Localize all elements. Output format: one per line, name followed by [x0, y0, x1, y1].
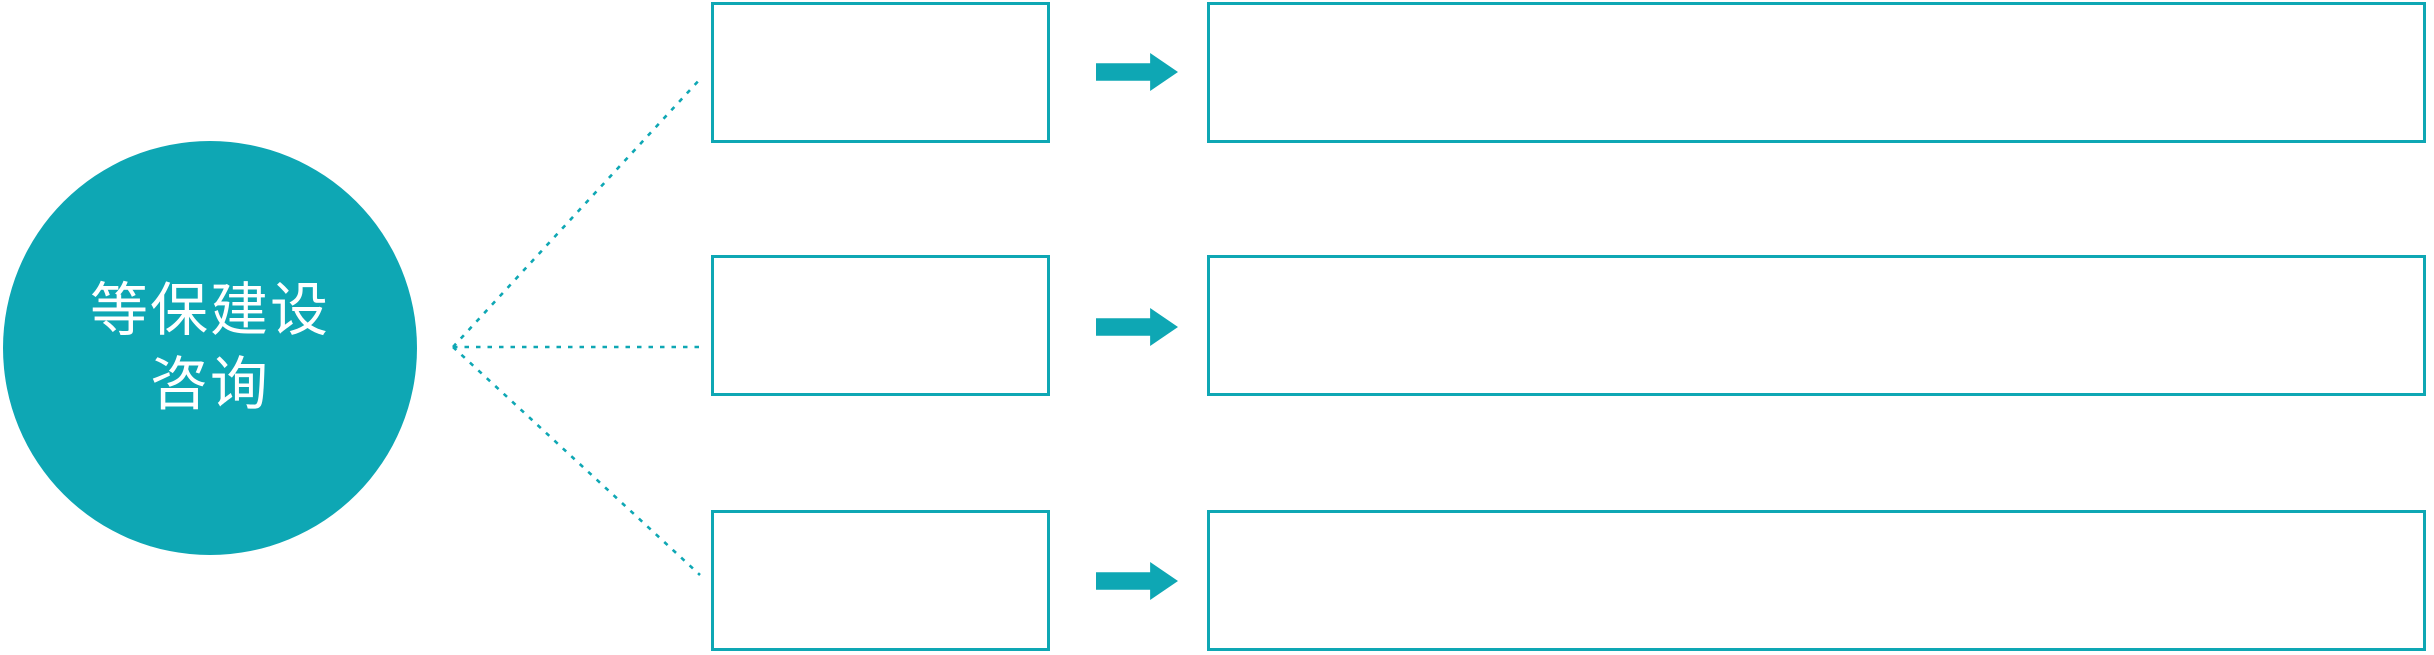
topic-circle-label: 等保建设 咨询 [90, 274, 330, 422]
dotted-line-top [452, 76, 703, 348]
right-arrow-icon-row3 [1096, 562, 1178, 600]
small-box-row3 [711, 510, 1050, 651]
large-box-row3 [1207, 510, 2426, 651]
right-arrow-icon-row1 [1096, 53, 1178, 91]
large-box-row1 [1207, 2, 2426, 143]
topic-circle: 等保建设 咨询 [3, 141, 417, 555]
large-box-row2 [1207, 255, 2426, 396]
topic-circle-label-line2: 咨询 [149, 352, 270, 417]
small-box-row1 [711, 2, 1050, 143]
topic-circle-label-line1: 等保建设 [89, 278, 330, 343]
right-arrow-icon-row2 [1096, 308, 1178, 346]
small-box-row2 [711, 255, 1050, 396]
dotted-line-bottom [452, 346, 701, 576]
